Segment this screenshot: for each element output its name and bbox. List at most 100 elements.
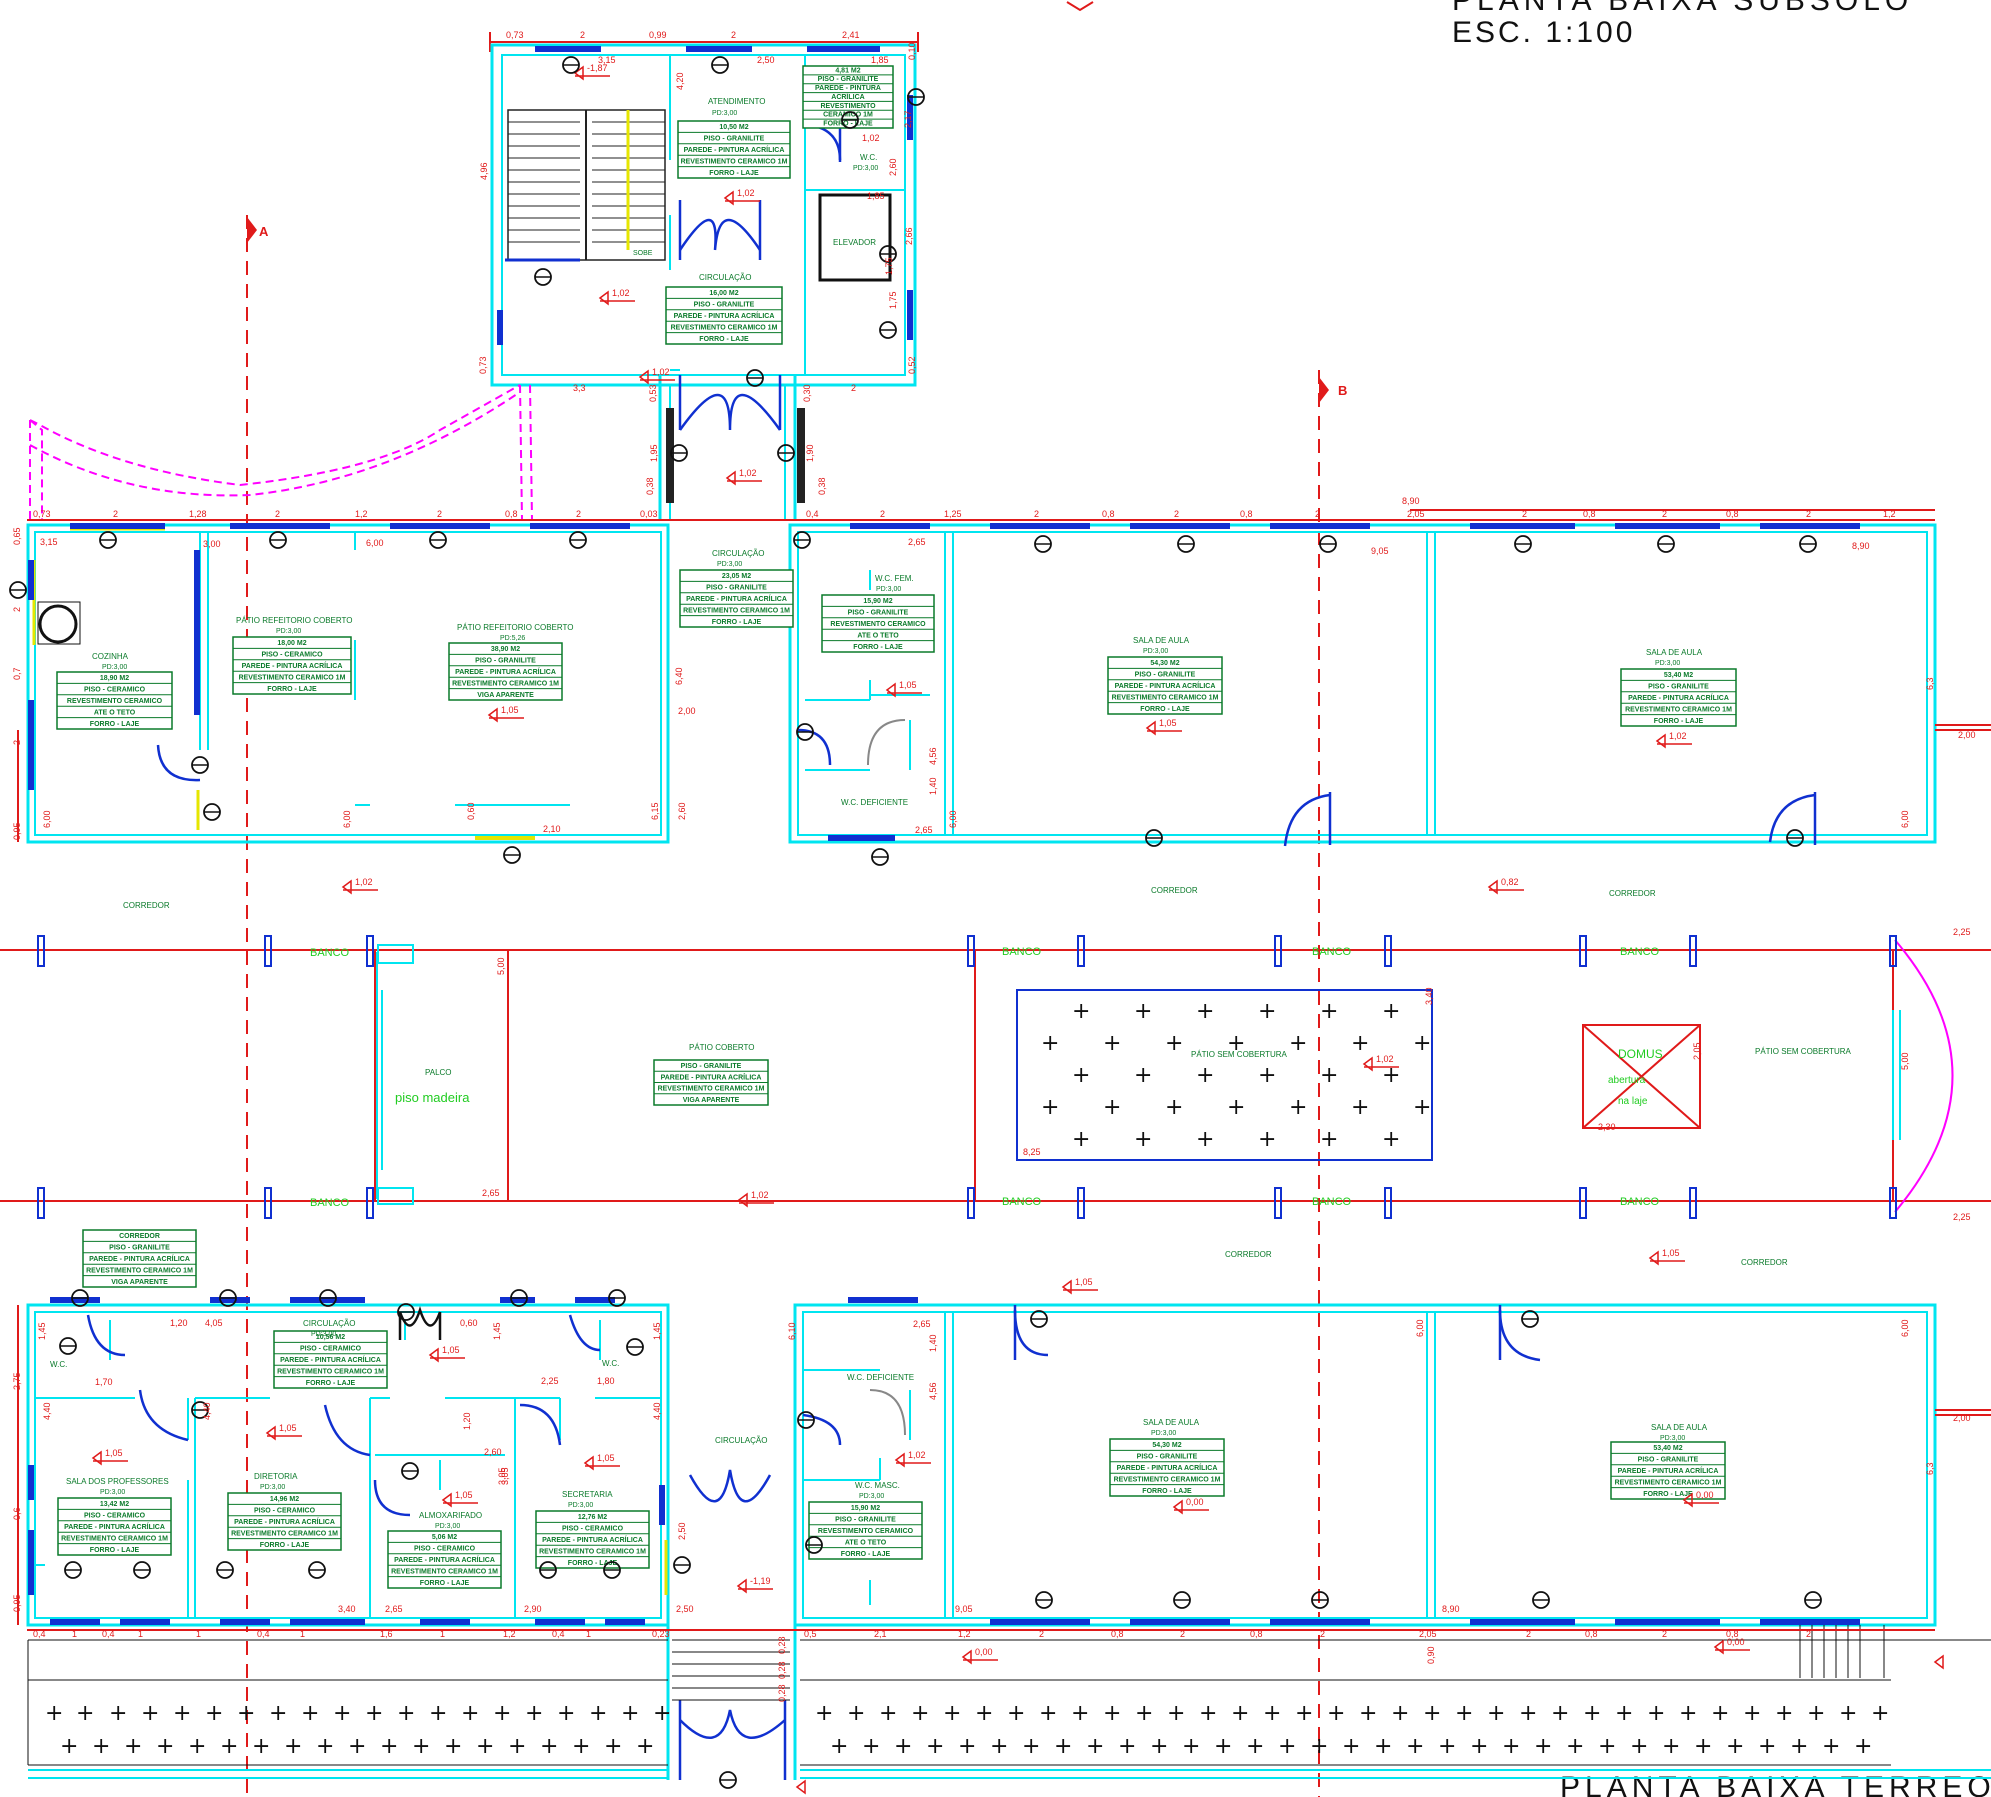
room-pd-circ-bottom: PD:3,00 <box>311 1331 336 1338</box>
room-pd-atendimento: PD:3,00 <box>712 110 737 117</box>
dimension-value: 2 <box>113 509 118 519</box>
section-a-label: A <box>259 224 269 239</box>
level-value: 1,02 <box>737 188 755 198</box>
light-fixture-icon <box>133 1561 151 1579</box>
dimension-value: 0,4 <box>806 509 819 519</box>
svg-text:+: + <box>1134 999 1152 1024</box>
svg-text:+: + <box>1566 1734 1584 1759</box>
svg-text:+: + <box>540 1734 558 1759</box>
svg-text:+: + <box>557 1701 575 1726</box>
room-pd-circ-top: PD:3,00 <box>717 561 742 568</box>
level-marker <box>795 1779 806 1795</box>
room-spec-text: REVESTIMENTO CERAMICO 1M <box>1615 1479 1722 1486</box>
light-fixture-icon <box>711 56 729 74</box>
room-spec-text: PISO - GRANILITE <box>694 302 755 309</box>
svg-text:+: + <box>943 1701 961 1726</box>
dimension-value: 1,85 <box>871 55 889 65</box>
dimension-value: 1,45 <box>652 1322 662 1340</box>
dimension-value: 0,8 <box>1726 509 1739 519</box>
room-spec-text: PAREDE - PINTURA ACRÍLICA <box>684 145 785 154</box>
roof-outline-dashed <box>29 384 533 521</box>
svg-text:+: + <box>205 1701 223 1726</box>
ramp-steps <box>1799 1625 1885 1678</box>
svg-text:+: + <box>830 1734 848 1759</box>
svg-text:+: + <box>636 1734 654 1759</box>
light-fixture-icon <box>1311 1591 1329 1609</box>
dimension-value: 0,28 <box>777 1684 787 1702</box>
dimension-value: 0,03 <box>640 509 658 519</box>
svg-text:+: + <box>1519 1701 1537 1726</box>
level-value: 1,05 <box>501 705 519 715</box>
svg-text:+: + <box>60 1734 78 1759</box>
room-spec-text: PISO - GRANILITE <box>109 1245 170 1252</box>
dimension-value: 3,40 <box>338 1604 356 1614</box>
dimension-value: 2 <box>731 30 736 40</box>
dimension-value: 6,15 <box>650 802 660 820</box>
svg-text:+: + <box>1775 1701 1793 1726</box>
room-name-circ-mid: CIRCULAÇÃO <box>715 1436 767 1445</box>
level-value: 1,02 <box>1376 1054 1394 1064</box>
room-spec-text: FORRO - LAJE <box>709 170 759 177</box>
dimension-value: 2 <box>1315 509 1320 519</box>
level-marker: 1,05 <box>441 1490 478 1508</box>
dimension-value: 2 <box>1034 509 1039 519</box>
room-spec-text: PISO - GRANILITE <box>818 76 879 83</box>
room-spec-text: PISO - CERAMICO <box>562 1526 624 1533</box>
svg-text:+: + <box>45 1701 63 1726</box>
dimension-value: 1,6 <box>380 1629 393 1639</box>
level-value: 1,02 <box>1669 731 1687 741</box>
dimension-value: 2,10 <box>543 824 561 834</box>
svg-text:+: + <box>1822 1734 1840 1759</box>
svg-text:+: + <box>333 1701 351 1726</box>
dimension-value: 2 <box>1662 509 1667 519</box>
dimension-value: 1 <box>300 1629 305 1639</box>
room-spec-text: FORRO - LAJE <box>853 644 903 651</box>
room-spec-text: 15,90 M2 <box>863 598 892 605</box>
dimension-value: 0,8 <box>1240 509 1253 519</box>
svg-text:+: + <box>1310 1734 1328 1759</box>
level-value: 1,05 <box>455 1490 473 1500</box>
svg-text:+: + <box>1374 1734 1392 1759</box>
svg-text:+: + <box>1854 1734 1872 1759</box>
level-value: 0,00 <box>1186 1497 1204 1507</box>
level-value: -1,87 <box>587 63 608 73</box>
room-pd-patio2: PD:5,26 <box>500 635 525 642</box>
elevator-label: ELEVADOR <box>833 238 876 247</box>
dimension-value: 0,8 <box>1585 1629 1598 1639</box>
dimension-value: 3,00 <box>203 539 221 549</box>
svg-text:+: + <box>1711 1701 1729 1726</box>
light-fixture-icon <box>879 245 897 263</box>
svg-text:+: + <box>301 1701 319 1726</box>
dimension-value: 0,30 <box>802 384 812 402</box>
dimension-value: 1,25 <box>944 509 962 519</box>
dimension-value: 2 <box>12 740 22 745</box>
svg-text:+: + <box>1382 1063 1400 1088</box>
dimension-value: 1,90 <box>805 444 815 462</box>
light-fixture-icon <box>871 848 889 866</box>
svg-text:+: + <box>1630 1734 1648 1759</box>
svg-text:+: + <box>1150 1734 1168 1759</box>
svg-text:+: + <box>316 1734 334 1759</box>
light-fixture-icon <box>1532 1591 1550 1609</box>
svg-text:+: + <box>1231 1701 1249 1726</box>
dimension-value: 9,05 <box>1371 546 1389 556</box>
svg-text:+: + <box>109 1701 127 1726</box>
room-spec-text: FORRO - LAJE <box>823 121 873 128</box>
svg-text:+: + <box>1072 999 1090 1024</box>
dimension-value: 2,30 <box>1598 1122 1616 1132</box>
room-spec-text: 5,06 M2 <box>432 1534 457 1541</box>
svg-text:+: + <box>1041 1095 1059 1120</box>
room-spec-text: REVESTIMENTO CERAMICO 1M <box>1114 1476 1221 1483</box>
light-fixture-icon <box>797 1411 815 1429</box>
svg-text:+: + <box>269 1701 287 1726</box>
svg-text:+: + <box>1227 1031 1245 1056</box>
svg-text:+: + <box>173 1701 191 1726</box>
